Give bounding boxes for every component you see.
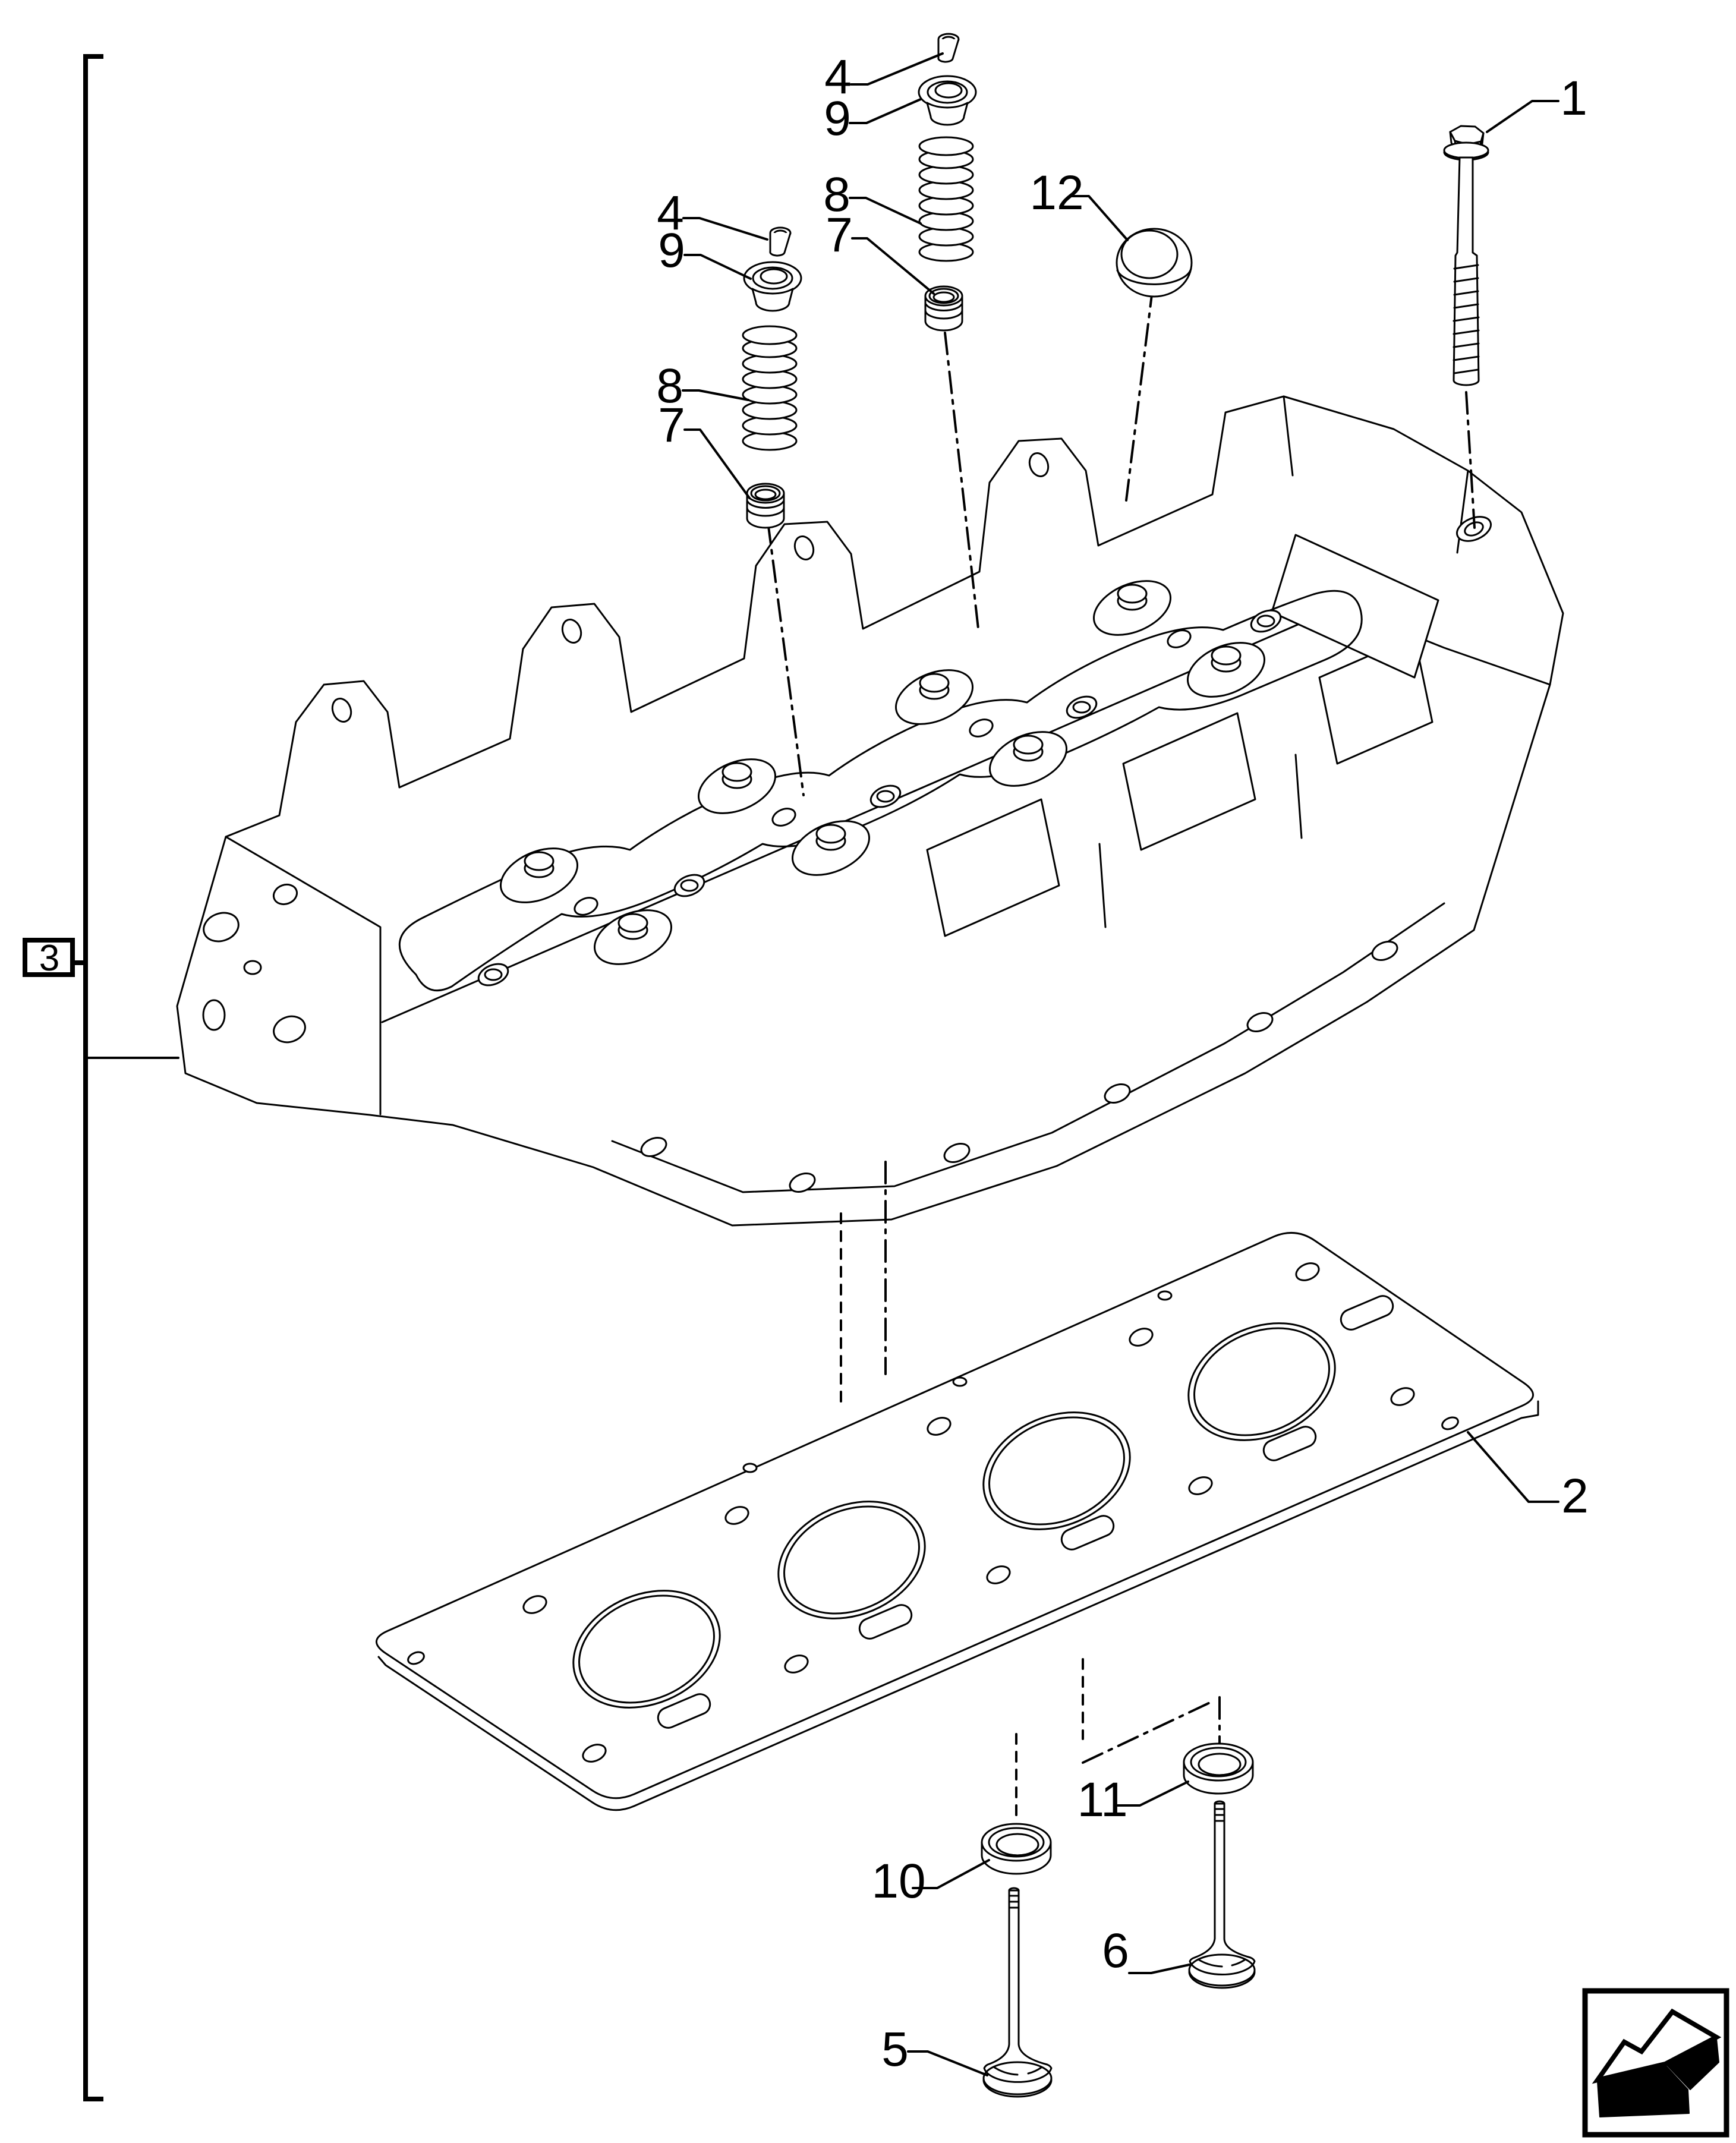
valve-seat-illustration-11 — [1183, 1742, 1254, 1795]
valve-seat-illustration-10 — [981, 1823, 1052, 1875]
callout-10-leader — [912, 1859, 990, 1889]
valve-spring-pockets — [499, 580, 1266, 965]
assembly-label[interactable]: 3 — [39, 938, 59, 979]
cap-plug-illustration — [1116, 228, 1193, 298]
callout-4-label[interactable]: 4 — [657, 186, 684, 240]
callout-9-label[interactable]: 9 — [658, 223, 685, 278]
callout-11-label[interactable]: 11 — [1077, 1773, 1127, 1827]
valve-spring-illustration-left — [742, 325, 798, 451]
gasket-slots — [657, 1295, 1394, 1729]
callout-7-leader — [683, 428, 751, 499]
callout-2-label[interactable]: 2 — [1561, 1469, 1589, 1523]
callout-11-leader — [1116, 1780, 1189, 1807]
callout-12-label[interactable]: 12 — [1029, 166, 1083, 220]
pocket — [1092, 580, 1172, 636]
valve-keeper-illustration-top — [937, 33, 960, 63]
spring-retainer-illustration-left — [743, 261, 802, 312]
callout-6-label[interactable]: 6 — [1102, 1924, 1129, 1978]
valve-spring-illustration-top — [918, 136, 974, 262]
callout-5-label[interactable]: 5 — [881, 2022, 909, 2076]
callout-1-leader — [1486, 100, 1559, 133]
callout-4-leader — [850, 52, 944, 86]
valve-stem-seal-illustration-left — [746, 483, 785, 529]
callout-leaders — [682, 52, 1559, 2076]
assembly-label-box — [23, 938, 75, 977]
pocket — [988, 731, 1068, 787]
callout-2-leader — [1467, 1431, 1559, 1503]
assembly-axes — [767, 284, 1476, 1824]
intake-valve-illustration — [982, 1887, 1053, 2098]
callout-4-leader — [682, 217, 768, 241]
callout-8-label[interactable]: 8 — [656, 359, 683, 413]
head-cover-rail — [399, 590, 1363, 992]
callout-7-label[interactable]: 7 — [826, 208, 853, 262]
callout-9-leader — [683, 254, 752, 280]
pocket — [894, 669, 974, 725]
3d-arrow-icon — [1592, 2008, 1722, 2117]
head-left-face — [202, 836, 382, 1115]
cam-tower-holes — [331, 452, 1050, 723]
gasket-holes — [407, 1262, 1459, 1763]
callout-10-label[interactable]: 10 — [871, 1854, 925, 1908]
callout-8-leader — [682, 389, 749, 401]
assembly-bracket: 3 — [23, 54, 179, 2101]
callout-9-leader — [849, 98, 922, 124]
cylinder-bores — [572, 1322, 1336, 1709]
callout-1-label[interactable]: 1 — [1560, 71, 1587, 125]
valve-stem-seal-illustration-top — [924, 285, 963, 332]
head-gasket-illustration — [376, 1231, 1539, 1811]
pocket — [697, 758, 777, 814]
head-screw-illustration — [1443, 125, 1489, 386]
callout-4-label[interactable]: 4 — [824, 50, 852, 104]
valve-keeper-illustration-left — [769, 226, 792, 257]
cylinder-head-illustration — [176, 395, 1564, 1227]
callout-8-leader — [849, 197, 922, 225]
head-bottom-flange — [611, 902, 1445, 1193]
head-bolt-bosses — [477, 609, 1282, 987]
callout-12-leader — [1070, 195, 1129, 241]
pocket — [1186, 642, 1266, 698]
callout-7-leader — [851, 237, 935, 295]
exhaust-valve-illustration — [1188, 1800, 1256, 1989]
callout-9-label[interactable]: 9 — [824, 92, 851, 146]
corner-logo — [1582, 1988, 1729, 2138]
pocket — [499, 847, 579, 903]
pocket — [791, 820, 871, 876]
head-ne-corner — [1271, 395, 1492, 679]
screw-threads — [1453, 264, 1480, 374]
callout-7-label[interactable]: 7 — [658, 398, 685, 452]
spring-retainer-illustration-top — [918, 75, 977, 126]
callout-6-leader — [1128, 1964, 1190, 1974]
pocket — [593, 909, 673, 965]
callout-5-leader — [907, 2050, 988, 2076]
callout-8-label[interactable]: 8 — [823, 168, 850, 222]
